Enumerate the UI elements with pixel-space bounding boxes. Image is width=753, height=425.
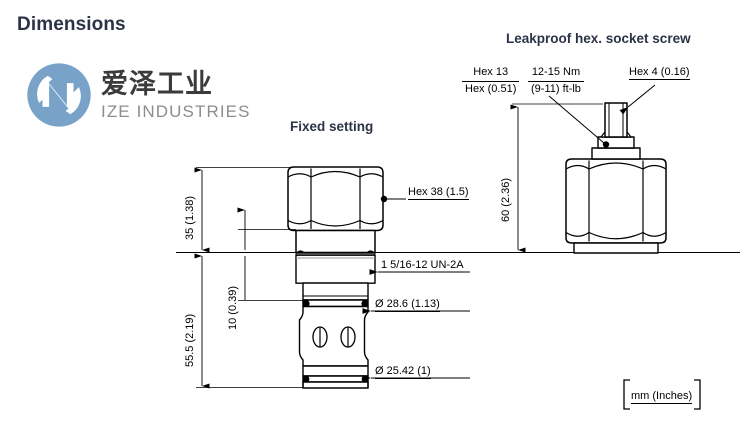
callout-thread-spec: 1 5/16-12 UN-2A [381,259,464,271]
callout-hex-38: Hex 38 (1.5) [408,186,469,200]
left-threaded-section [295,252,376,284]
ize-industries-logo-icon [27,63,91,127]
callout-diameter-lower: Ø 25.42 (1) [375,365,431,379]
right-adjust-screw [604,102,628,138]
dim-label-55: 55.5 (2.19) [184,313,196,367]
callout-torque: 12-15 Nm (9-11) ft-lb [528,66,584,97]
logo-english-name: IZE INDUSTRIES [101,101,251,121]
callout-hex-13-bottom: Hex (0.51) [465,82,517,95]
leader-hex4 [619,84,656,115]
leader-dot-hex38 [380,195,388,203]
units-bracket [623,379,701,410]
callout-hex-13-top: Hex 13 [462,66,520,82]
left-hex-nut [287,166,384,232]
left-port-section [298,305,369,367]
units-legend-label: mm (Inches) [631,390,693,404]
leader-torque [548,95,605,144]
dim-label-35: 35 (1.38) [184,195,196,240]
company-logo: 爱泽工业 IZE INDUSTRIES [26,62,251,128]
right-hex-nut [565,158,667,244]
left-upper-band [302,282,369,308]
right-base-collar [573,242,659,254]
caption-leakproof-screw: Leakproof hex. socket screw [506,31,691,46]
logo-text: 爱泽工业 IZE INDUSTRIES [101,71,251,120]
callout-diameter-upper: Ø 28.6 (1.13) [375,298,440,312]
callout-hex-4: Hex 4 (0.16) [629,66,690,80]
callout-torque-bottom: (9-11) ft-lb [531,82,581,95]
page-title: Dimensions [17,14,126,35]
caption-fixed-setting: Fixed setting [290,119,374,134]
callout-hex-13: Hex 13 Hex (0.51) [462,66,520,97]
dim-label-10: 10 (0.39) [227,285,239,330]
left-lower-band [302,365,369,389]
units-legend: mm (Inches) [631,386,693,404]
left-flange [295,229,376,254]
logo-chinese-name: 爱泽工业 [101,68,213,100]
dim-label-60: 60 (2.36) [500,177,512,222]
callout-torque-top: 12-15 Nm [528,66,584,82]
leader-dot-torque [602,141,610,148]
